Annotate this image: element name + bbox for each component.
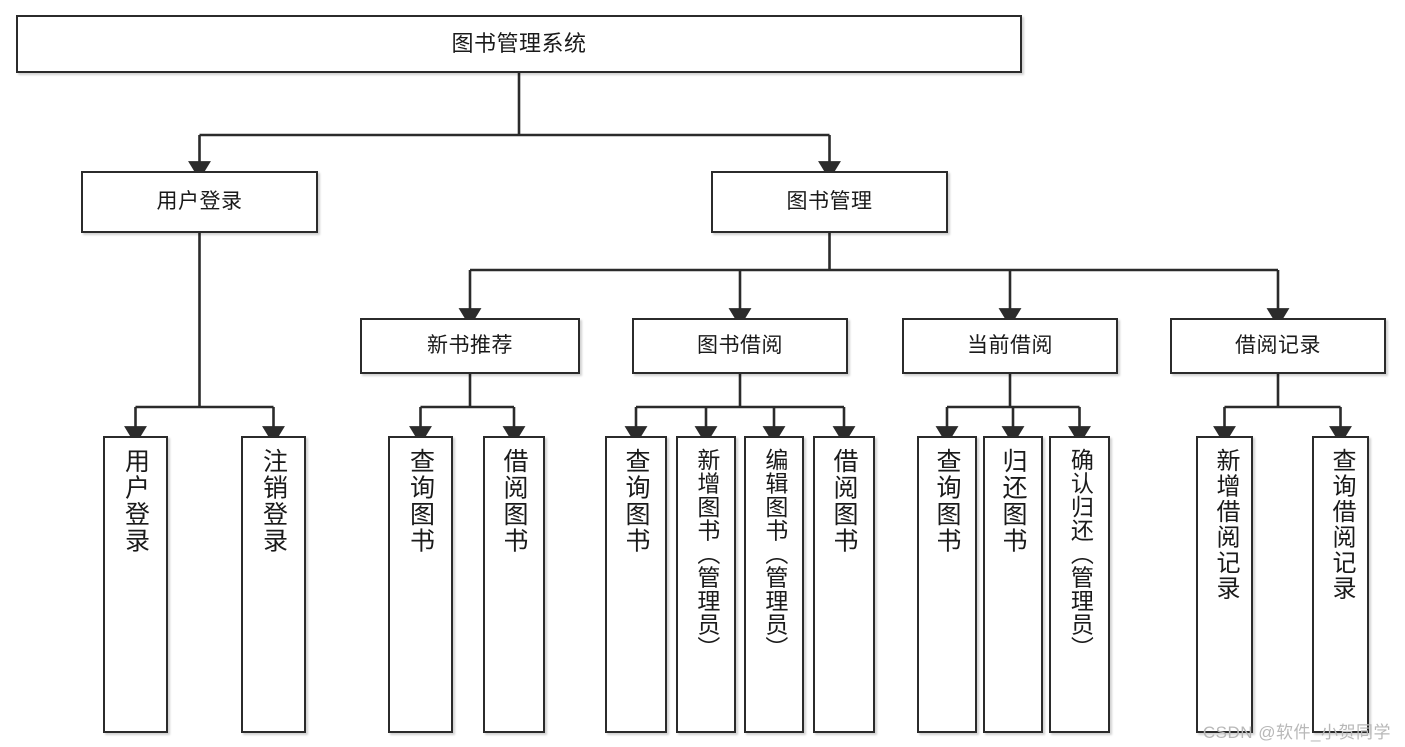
node-label: 借阅图书 xyxy=(500,448,528,554)
node-leaf-add-book[interactable]: 新增图书（管理员） xyxy=(676,436,736,733)
node-leaf-borrow-book-2[interactable]: 借阅图书 xyxy=(813,436,875,733)
node-label: 图书管理 xyxy=(786,189,873,213)
node-label: 新增借阅记录 xyxy=(1211,448,1239,601)
node-label: 查询借阅记录 xyxy=(1327,448,1355,601)
node-leaf-return-book[interactable]: 归还图书 xyxy=(983,436,1043,733)
node-label: 查询图书 xyxy=(933,448,961,554)
node-label: 确认归还（管理员） xyxy=(1067,448,1094,660)
edge-group xyxy=(124,73,1352,445)
node-book-borrow[interactable]: 图书借阅 xyxy=(632,318,848,374)
node-leaf-query-book-3[interactable]: 查询图书 xyxy=(917,436,977,733)
watermark-text: CSDN @软件_小贺同学 xyxy=(1202,723,1391,742)
node-new-book-rec[interactable]: 新书推荐 xyxy=(360,318,580,374)
node-leaf-logout[interactable]: 注销登录 xyxy=(241,436,306,733)
node-label: 用户登录 xyxy=(156,189,243,213)
node-label: 当前借阅 xyxy=(967,333,1053,357)
node-leaf-add-record[interactable]: 新增借阅记录 xyxy=(1196,436,1253,733)
node-label: 注销登录 xyxy=(259,448,288,554)
node-label: 用户登录 xyxy=(121,448,150,554)
node-root[interactable]: 图书管理系统 xyxy=(16,15,1022,73)
node-label: 借阅记录 xyxy=(1235,333,1321,357)
node-label: 新增图书（管理员） xyxy=(693,448,720,660)
node-leaf-query-book-1[interactable]: 查询图书 xyxy=(388,436,453,733)
node-leaf-confirm-return[interactable]: 确认归还（管理员） xyxy=(1049,436,1110,733)
node-label: 查询图书 xyxy=(622,448,650,554)
node-label: 新书推荐 xyxy=(427,333,513,357)
node-borrow-record[interactable]: 借阅记录 xyxy=(1170,318,1386,374)
node-label: 借阅图书 xyxy=(830,448,858,554)
node-label: 图书管理系统 xyxy=(451,31,587,57)
node-leaf-query-book-2[interactable]: 查询图书 xyxy=(605,436,667,733)
node-user-login[interactable]: 用户登录 xyxy=(81,171,318,233)
node-label: 归还图书 xyxy=(999,448,1027,554)
node-label: 图书借阅 xyxy=(697,333,783,357)
node-label: 查询图书 xyxy=(406,448,435,554)
node-current-borrow[interactable]: 当前借阅 xyxy=(902,318,1118,374)
node-label: 编辑图书（管理员） xyxy=(761,448,788,660)
node-leaf-user-login[interactable]: 用户登录 xyxy=(103,436,168,733)
node-leaf-borrow-book-1[interactable]: 借阅图书 xyxy=(483,436,545,733)
node-leaf-edit-book[interactable]: 编辑图书（管理员） xyxy=(744,436,804,733)
node-book-manage[interactable]: 图书管理 xyxy=(711,171,948,233)
node-leaf-query-record[interactable]: 查询借阅记录 xyxy=(1312,436,1369,733)
